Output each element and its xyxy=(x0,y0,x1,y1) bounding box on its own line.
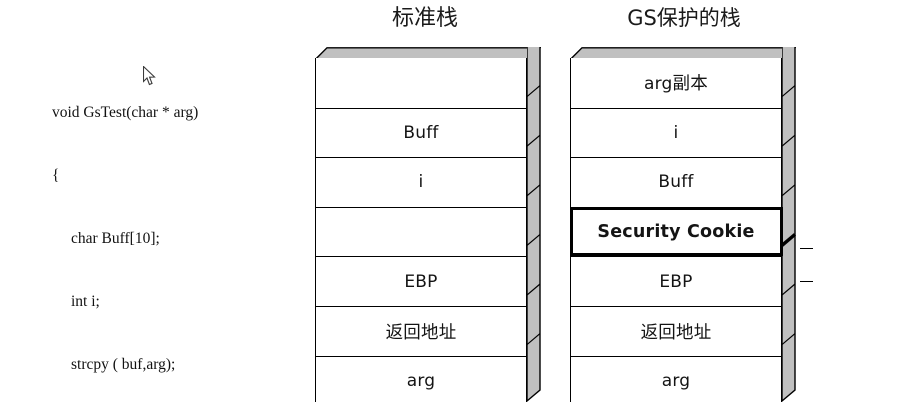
stack-cell: EBP xyxy=(571,256,781,306)
stack-cell xyxy=(316,58,526,108)
stack-cell: arg副本 xyxy=(571,58,781,108)
stack-cell xyxy=(316,206,526,257)
ebp-boundary-tick xyxy=(800,281,813,282)
code-line-signature: void GsTest(char * arg) xyxy=(52,104,199,121)
stack-cell-label: i xyxy=(418,172,424,193)
code-line-decl-buff: char Buff[10]; xyxy=(71,230,160,247)
stack-cell: i xyxy=(571,107,781,158)
stack-cell: i xyxy=(316,157,526,207)
stack-cell: arg xyxy=(316,355,526,402)
stack-cell: 返回地址 xyxy=(316,305,526,356)
stack-cell: EBP xyxy=(316,256,526,306)
code-line-open-brace: { xyxy=(52,167,60,184)
code-line-decl-i: int i; xyxy=(71,293,100,310)
code-line-strcpy: strcpy ( buf,arg); xyxy=(71,356,176,373)
stack-cell-label: i xyxy=(673,122,679,143)
security-cookie-cell: Security Cookie xyxy=(569,206,783,257)
stack-cell: Buff xyxy=(571,157,781,207)
stack-cell-label: Buff xyxy=(658,172,694,193)
stack-cell: 返回地址 xyxy=(571,305,781,356)
stack-cell: arg xyxy=(571,355,781,402)
standard-stack-cells: Buff i EBP 返回地址 arg xyxy=(315,58,527,402)
stack-right-face xyxy=(527,47,541,402)
stack-cell-label: EBP xyxy=(659,271,693,292)
stack-cell-label: Buff xyxy=(403,122,439,143)
stack-cell-label: arg副本 xyxy=(644,74,708,95)
stack-cell-label: arg xyxy=(406,370,436,391)
stack-cell-label: 返回地址 xyxy=(640,322,712,343)
gs-stack-cells: arg副本 i Buff Security Cookie EBP 返回地址 ar… xyxy=(569,58,783,402)
stack-cell-label: Security Cookie xyxy=(597,221,755,242)
stack-cell-label: arg xyxy=(661,370,691,391)
stack-right-face xyxy=(782,47,796,402)
source-code-block: void GsTest(char * arg) { char Buff[10];… xyxy=(52,60,198,402)
stack-cell-label: EBP xyxy=(404,271,438,292)
stack-top-face xyxy=(315,47,541,60)
stack-cell: Buff xyxy=(316,107,526,158)
stack-cell-label: 返回地址 xyxy=(385,322,457,343)
standard-stack-title: 标准栈 xyxy=(391,5,458,30)
gs-stack-title: GS保护的栈 xyxy=(627,6,741,30)
cookie-boundary-tick xyxy=(800,248,813,249)
stack-top-face xyxy=(570,47,796,60)
